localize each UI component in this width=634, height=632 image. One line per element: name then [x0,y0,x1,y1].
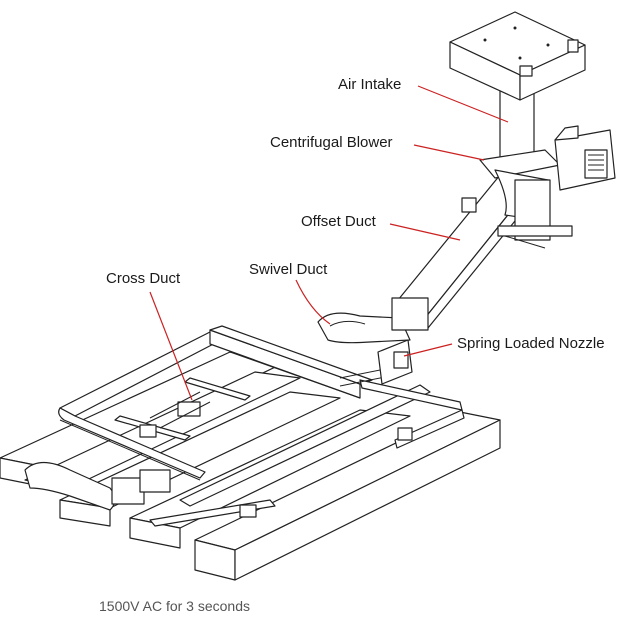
cross-duct-assembly [114,377,251,441]
leader-offset-duct [389,223,461,241]
label-spring-loaded-nozzle: Spring Loaded Nozzle [457,335,605,352]
guide-rails [149,367,465,527]
leader-centrifugal-blower [413,144,485,161]
centrifugal-blower [461,81,573,249]
rails [58,325,431,507]
swivel-duct [317,312,411,344]
leader-air-intake [417,85,509,123]
label-air-intake: Air Intake [338,76,401,93]
air-intake-unit [449,11,586,101]
label-cross-duct: Cross Duct [106,270,181,287]
label-offset-duct: Offset Duct [301,213,377,230]
label-swivel-duct: Swivel Duct [249,261,328,278]
offset-duct [391,174,533,331]
front-swivel-duct [24,461,171,511]
spring-loaded-nozzle [377,339,413,385]
leader-spring-loaded-nozzle [403,343,453,357]
leader-lines [149,85,509,401]
label-centrifugal-blower: Centrifugal Blower [270,134,393,151]
leader-cross-duct [149,291,193,401]
caption: 1500V AC for 3 seconds [99,598,250,614]
control-box [554,125,616,191]
leader-swivel-duct [295,279,331,325]
